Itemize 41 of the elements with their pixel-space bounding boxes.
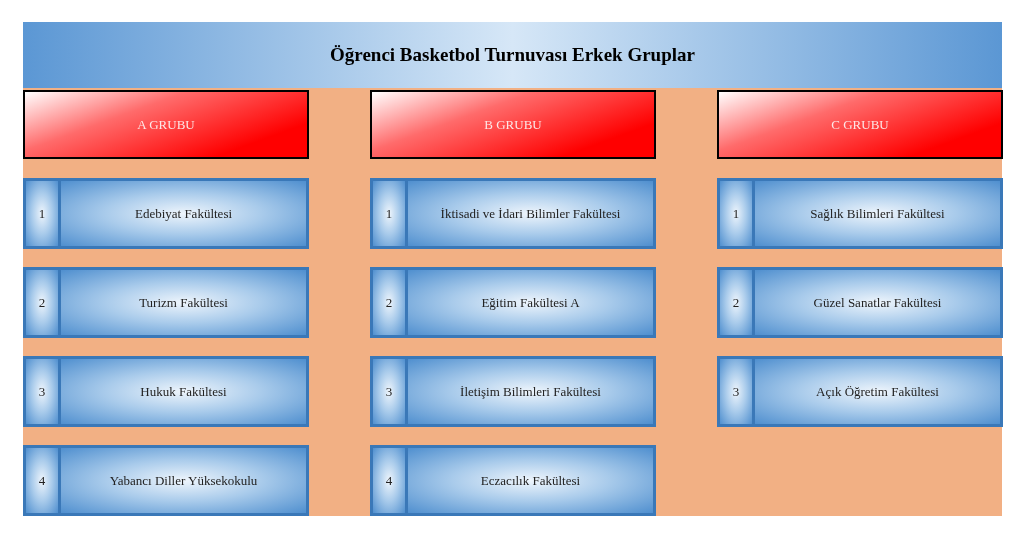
team-row [370, 445, 656, 516]
rank-number: 3 [385, 382, 393, 401]
team-row [23, 356, 309, 427]
group-name: B GRUBU [484, 115, 542, 134]
team-row [370, 267, 656, 338]
team-name: Sağlık Bilimleri Fakültesi [810, 204, 945, 223]
team-name: Açık Öğretim Fakültesi [816, 382, 939, 401]
team-name: Edebiyat Fakültesi [134, 204, 233, 223]
rank-number: 4 [38, 471, 46, 490]
team-name: Güzel Sanatlar Fakültesi [813, 293, 942, 312]
team-name: Hukuk Fakültesi [140, 382, 227, 401]
rank-number: 4 [385, 471, 393, 490]
team-row [717, 267, 1003, 338]
rank-number: 1 [732, 204, 740, 223]
title-banner [23, 22, 1002, 88]
group-header [717, 90, 1003, 159]
group-header [370, 90, 656, 159]
team-row [717, 178, 1003, 249]
group-name: C GRUBU [831, 115, 889, 134]
rank-number: 3 [732, 382, 740, 401]
rank-number: 2 [385, 293, 393, 312]
team-row [23, 445, 309, 516]
group-header [23, 90, 309, 159]
rank-number: 3 [38, 382, 46, 401]
team-name: Eczacılık Fakültesi [480, 471, 581, 490]
team-name: Turizm Fakültesi [139, 293, 228, 312]
team-row [717, 356, 1003, 427]
rank-number: 1 [38, 204, 46, 223]
rank-number: 2 [732, 293, 740, 312]
group-name: A GRUBU [137, 115, 195, 134]
team-row [23, 267, 309, 338]
rank-number: 2 [38, 293, 46, 312]
team-name: Yabancı Diller Yüksekokulu [109, 471, 258, 490]
title-text: Öğrenci Basketbol Turnuvası Erkek Gruplar [330, 42, 695, 67]
team-row [23, 178, 309, 249]
team-row [370, 178, 656, 249]
team-name: İktisadi ve İdari Bilimler Fakültesi [440, 204, 621, 223]
team-row [370, 356, 656, 427]
rank-number: 1 [385, 204, 393, 223]
team-name: Eğitim Fakültesi A [481, 293, 580, 312]
team-name: İletişim Bilimleri Fakültesi [460, 382, 601, 401]
